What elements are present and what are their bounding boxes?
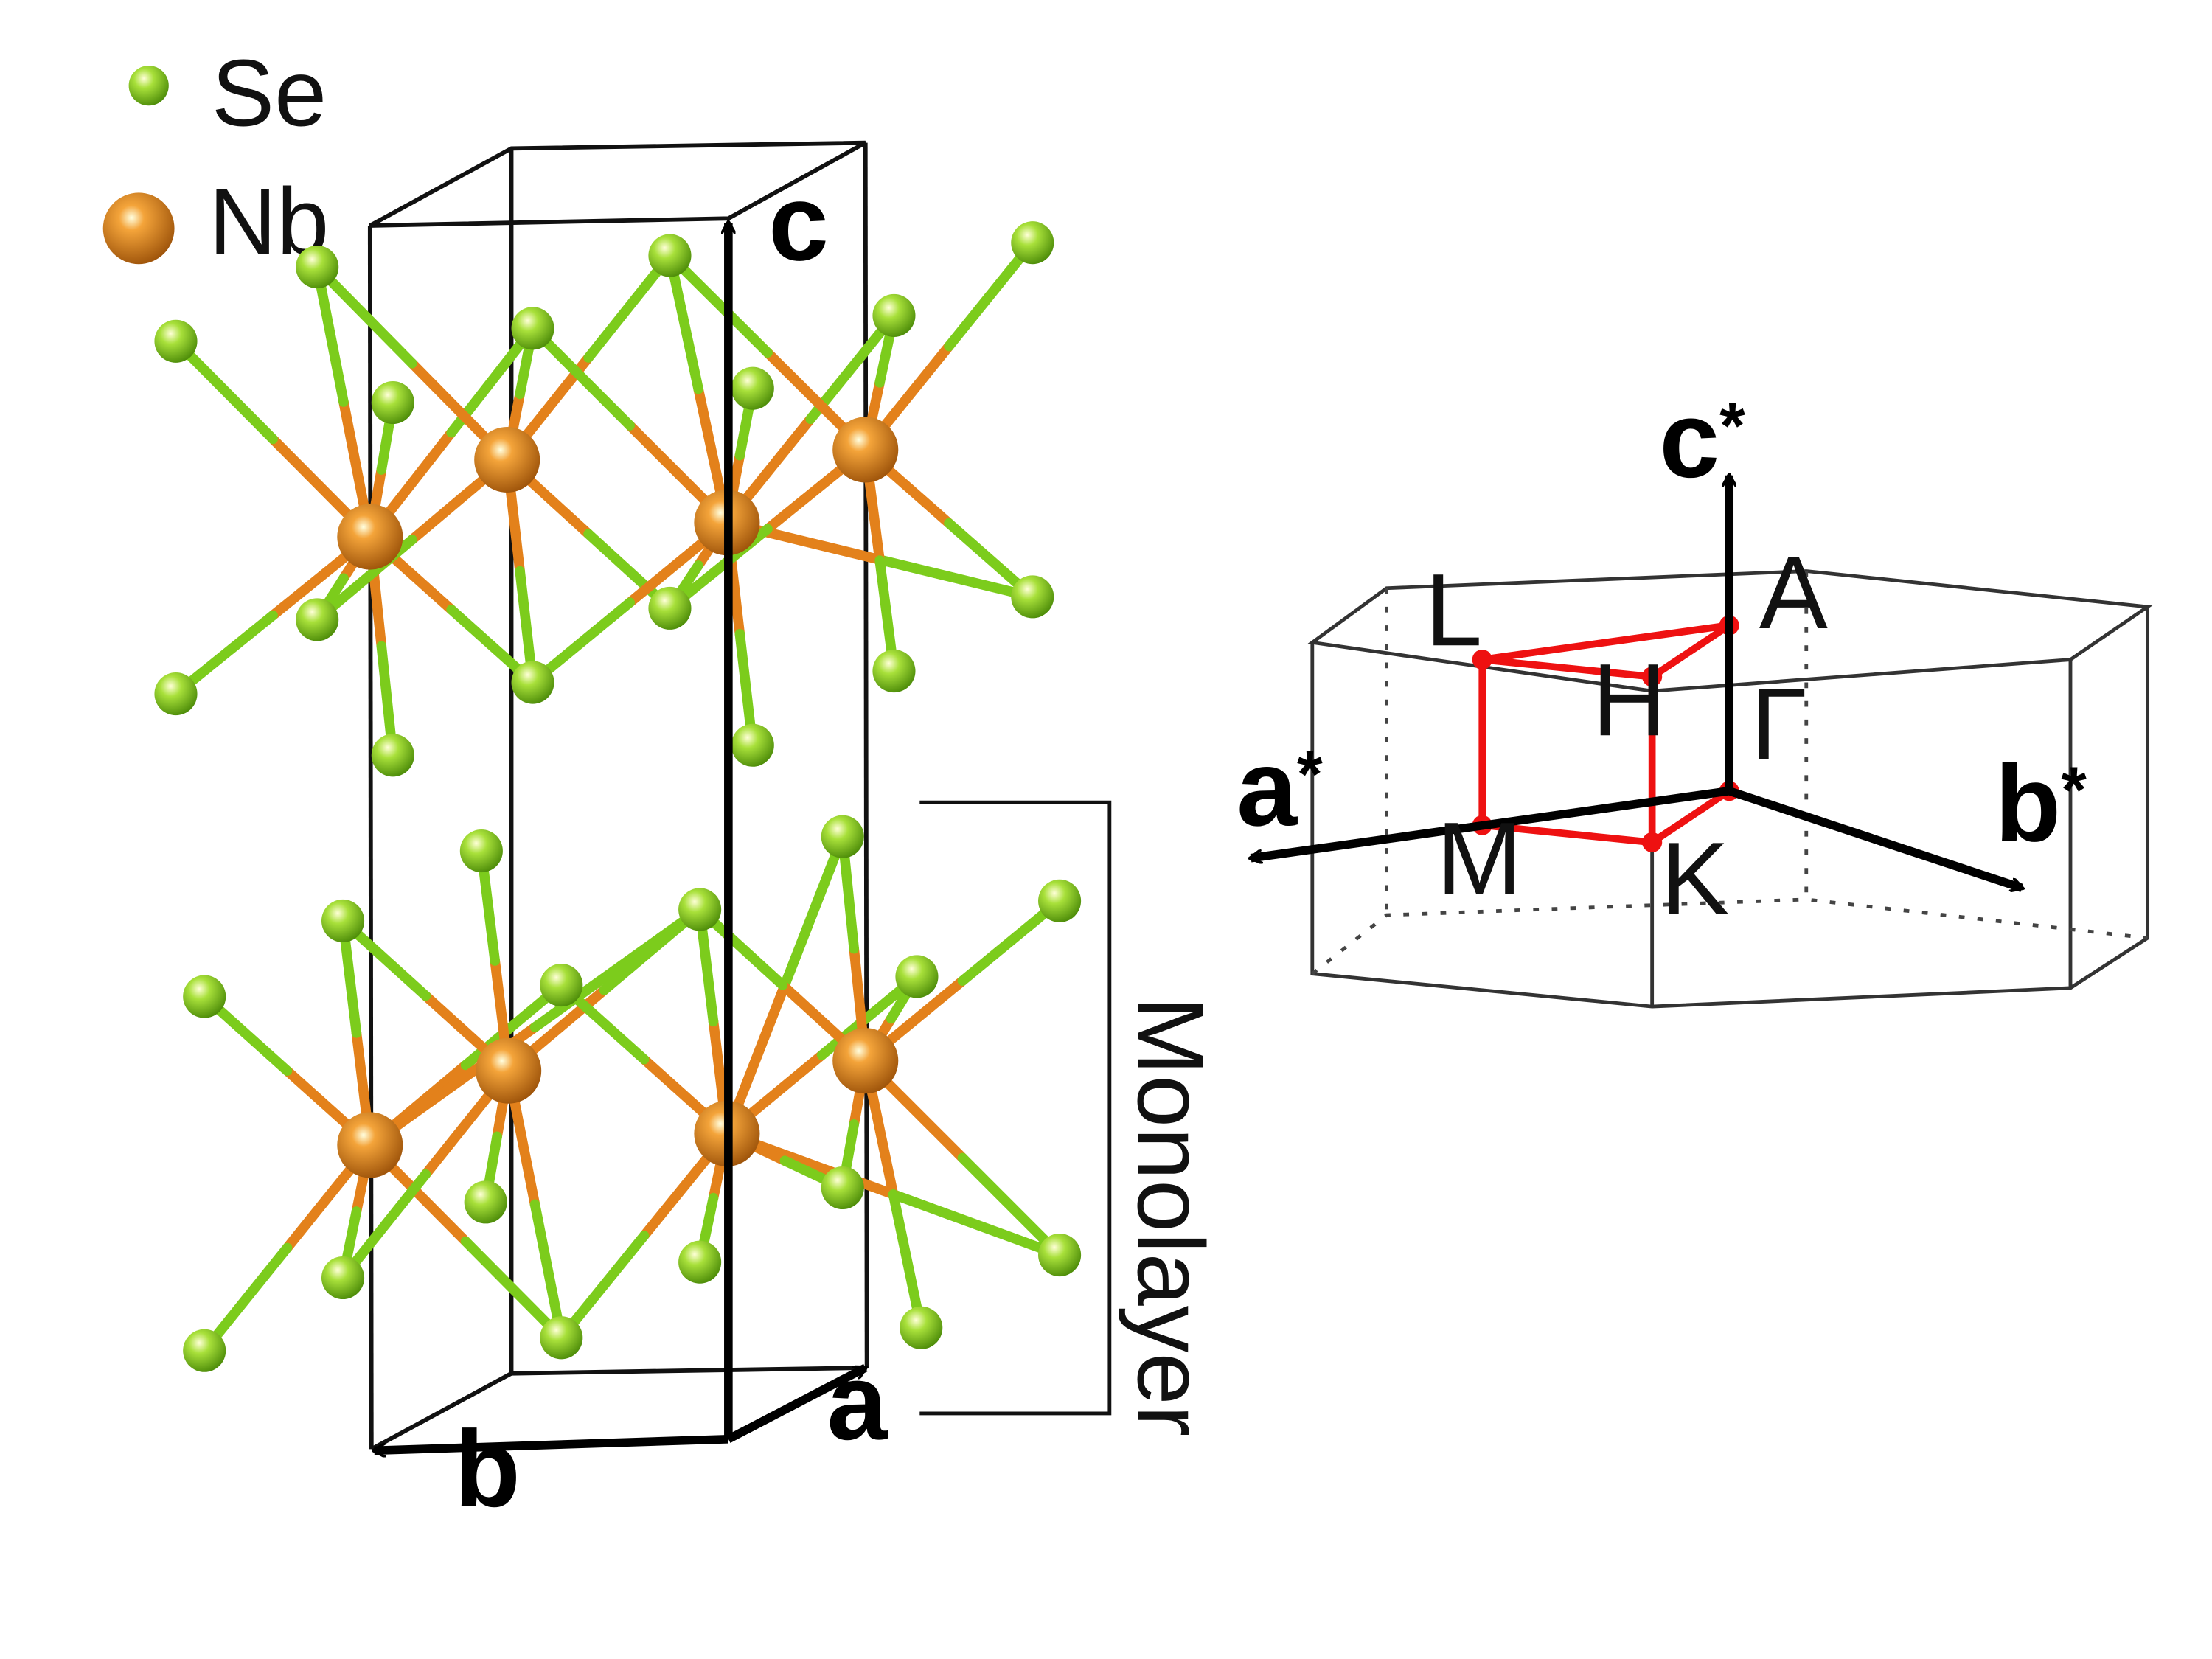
- nb-se-bond-se-half-top-24: [944, 237, 1038, 352]
- se-atom-top-12: [872, 650, 916, 693]
- se-atom-top-15: [731, 723, 774, 767]
- se-atom-top-1: [154, 319, 198, 363]
- se-legend-label: Se: [212, 41, 327, 146]
- nb-atom-bottom-3: [832, 1028, 899, 1094]
- b-star-axis-arrow: [1728, 787, 2022, 888]
- nb-legend-swatch: [102, 192, 175, 265]
- legend: Se Nb: [102, 41, 329, 275]
- nb-se-bond-se-half-bottom-16: [556, 1231, 650, 1343]
- c-star-axis-label: c*: [1659, 380, 1745, 501]
- a-star-axis-arrow: [1251, 786, 1731, 858]
- se-atom-top-9: [154, 672, 198, 716]
- se-atom-top-4: [648, 234, 692, 277]
- nb-atom-bottom-1: [476, 1037, 542, 1104]
- nb-se-bond-se-half-bottom-3: [199, 1242, 293, 1356]
- nb-atom-top-1: [474, 426, 540, 493]
- se-atom-bottom-10: [464, 1180, 507, 1224]
- label-gamma: Γ: [1750, 667, 1807, 782]
- se-legend-swatch: [128, 66, 169, 106]
- monolayer-label: Monolayer: [1118, 997, 1223, 1437]
- nb-se-bond-se-half-bottom-27: [957, 1152, 1065, 1260]
- se-atom-top-2: [511, 307, 554, 350]
- nb-se-bond-se-half-top-21: [874, 554, 1038, 602]
- label-L: L: [1425, 552, 1483, 667]
- nb-se-bond-se-half-top-15: [664, 250, 703, 394]
- se-atom-bottom-7: [1038, 879, 1082, 922]
- se-atom-bottom-11: [540, 1316, 583, 1360]
- se-atom-bottom-1: [321, 899, 365, 942]
- se-atom-top-3: [371, 380, 414, 425]
- se-atom-top-7: [731, 366, 774, 410]
- brillouin-zone: c* a* b* L A H Γ M K: [1237, 380, 2153, 1009]
- se-atom-top-11: [648, 586, 692, 630]
- nb-atom-top-3: [832, 417, 899, 483]
- nb-se-bond-se-half-bottom-12: [529, 1199, 567, 1343]
- reciprocal-axes: c* a* b*: [1237, 380, 2087, 888]
- high-symmetry-labels: L A H Γ M K: [1425, 535, 1828, 936]
- b-axis-arrow: [375, 1435, 729, 1450]
- se-atom-top-8: [296, 598, 339, 641]
- atoms: [154, 221, 1082, 1372]
- b-star-axis-label: b*: [1994, 743, 2087, 864]
- nb-se-bond-se-half-bottom-18: [888, 1189, 1065, 1260]
- se-atom-bottom-3: [540, 964, 583, 1007]
- nb-atom-top-0: [337, 504, 403, 570]
- se-atom-bottom-14: [900, 1306, 943, 1349]
- high-symmetry-point-H: [1642, 667, 1663, 687]
- nb-atom-bottom-0: [337, 1112, 403, 1178]
- nb-se-bond-se-half-bottom-15: [779, 831, 848, 990]
- nb-se-bond-se-half-top-20: [805, 310, 900, 425]
- label-H: H: [1592, 642, 1666, 757]
- lattice-axes: c b a: [375, 162, 888, 1530]
- b-axis-label: b: [454, 1409, 521, 1530]
- a-axis-label: a: [827, 1342, 888, 1463]
- nb-se-bond-se-half-bottom-26: [888, 1189, 927, 1333]
- se-atom-top-0: [296, 246, 339, 289]
- se-atom-top-10: [511, 661, 554, 704]
- label-M: M: [1436, 801, 1522, 916]
- se-atom-bottom-6: [895, 955, 939, 998]
- se-atom-bottom-9: [321, 1256, 365, 1300]
- se-atom-bottom-0: [183, 975, 226, 1018]
- se-atom-top-5: [872, 293, 916, 337]
- nb-se-bond-se-half-top-14: [527, 323, 636, 431]
- label-A: A: [1759, 535, 1828, 650]
- se-atom-bottom-15: [1038, 1233, 1082, 1277]
- nb-se-bond-se-half-top-10: [583, 250, 675, 363]
- se-atom-top-6: [1011, 221, 1054, 265]
- monolayer-bracket: Monolayer: [919, 800, 1223, 1437]
- se-atom-bottom-13: [821, 1166, 864, 1210]
- se-atom-bottom-12: [678, 1240, 722, 1284]
- crystal-structure: c b a Monolayer: [154, 140, 1223, 1530]
- a-axis-arrow: [726, 1363, 866, 1443]
- nb-se-bond-se-half-top-8: [312, 262, 417, 369]
- c-axis-label: c: [768, 162, 829, 283]
- se-atom-bottom-5: [821, 815, 864, 858]
- bonds: [170, 237, 1065, 1356]
- se-atom-top-13: [1011, 575, 1054, 619]
- nb-se-bond-se-half-bottom-5: [460, 1236, 567, 1343]
- se-atom-bottom-8: [183, 1329, 226, 1372]
- se-atom-top-14: [371, 734, 414, 777]
- nb-se-bond-se-half-top-0: [312, 262, 349, 407]
- label-K: K: [1660, 821, 1729, 936]
- high-symmetry-point-L: [1472, 650, 1492, 670]
- se-atom-bottom-4: [678, 888, 722, 931]
- unit-cell: [367, 140, 869, 1451]
- nb-se-bond-se-half-top-22: [664, 250, 773, 358]
- a-star-axis-label: a*: [1237, 728, 1323, 849]
- nb-se-bond-se-half-top-1: [170, 336, 278, 445]
- nb-se-bond-se-half-bottom-10: [338, 1169, 431, 1283]
- high-symmetry-point-K: [1642, 832, 1663, 852]
- se-atom-bottom-2: [459, 830, 503, 873]
